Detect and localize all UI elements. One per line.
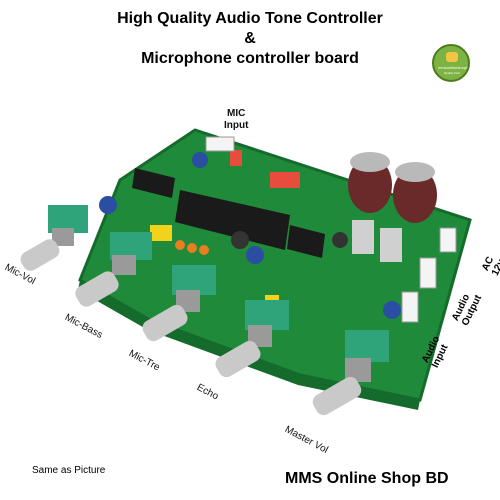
capacitor-big-2	[393, 167, 437, 223]
ac-connector	[439, 227, 457, 253]
pcb-edge	[78, 280, 420, 410]
logo-tagline: Quality First	[443, 71, 460, 75]
mic-input-connector	[205, 136, 235, 152]
shop-logo: mmsonlineshopbd Quality First	[432, 44, 470, 82]
ic-chip-small	[132, 168, 175, 198]
pot-echo	[215, 300, 289, 378]
capacitor-blue-4	[383, 301, 401, 319]
capacitor-big-1	[348, 157, 392, 213]
shop-name: MMS Online Shop BD	[285, 470, 449, 487]
ic-chip-main	[175, 190, 290, 250]
same-as-picture-note: Same as Picture	[32, 465, 106, 476]
pot-mic-bass	[75, 232, 152, 307]
red-cap-1	[230, 150, 242, 166]
capacitor-blue-2	[192, 152, 208, 168]
regulator-2	[380, 228, 402, 262]
capacitor-blue-1	[99, 196, 117, 214]
title-line-2: &	[244, 30, 256, 47]
logo-text: mmsonlineshopbd	[438, 65, 470, 70]
regulator-1	[352, 220, 374, 254]
ic-chip-right	[287, 225, 325, 258]
pot-mic-tre	[142, 265, 216, 342]
capacitor-black-2	[332, 232, 348, 248]
logo-icon	[446, 52, 458, 62]
label-mic-input: MIC Input	[224, 108, 249, 131]
title-line-3: Microphone controller board	[141, 50, 359, 67]
capacitor-black-1	[231, 231, 249, 249]
title-line-1: High Quality Audio Tone Controller	[117, 10, 383, 27]
audio-output-connector	[419, 257, 437, 289]
pot-master-vol	[312, 330, 389, 416]
capacitor-blue-3	[246, 246, 264, 264]
film-cap	[150, 225, 172, 241]
pot-mic-vol	[20, 205, 88, 271]
red-cap-2	[270, 172, 300, 188]
audio-input-connector	[401, 291, 419, 323]
